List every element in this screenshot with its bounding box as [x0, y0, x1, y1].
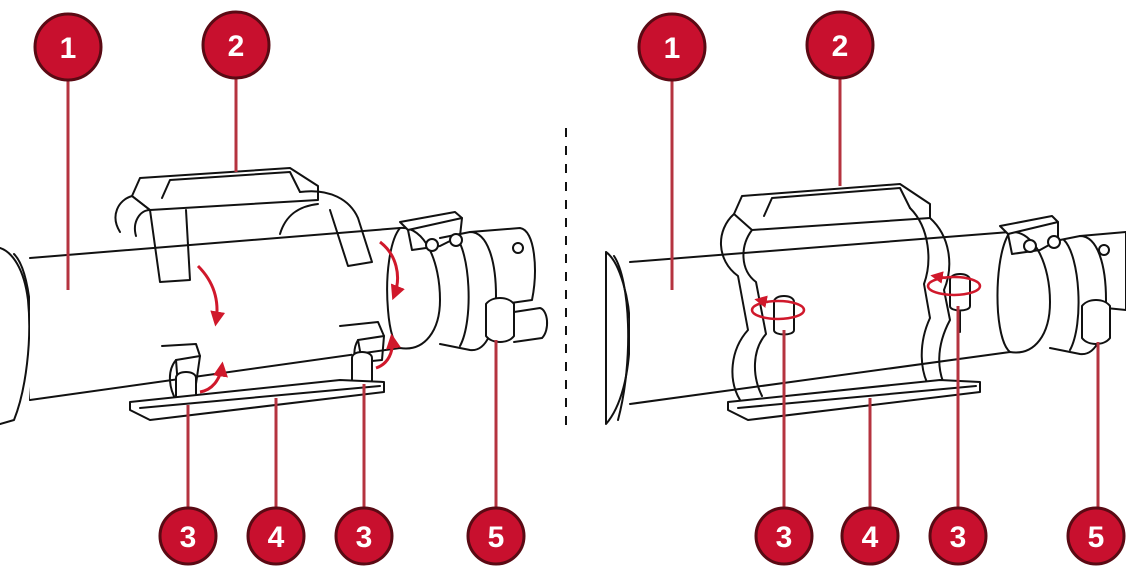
- right-focus-knob: [1081, 299, 1111, 345]
- left-callouts: 1 2 3 4 3 5: [33, 10, 526, 566]
- right-dew-shield: [605, 251, 631, 425]
- callout-label: 3: [950, 521, 967, 554]
- left-telescope-tube: [29, 226, 441, 401]
- callout-badge: 1: [33, 12, 103, 82]
- left-leader-lines: [66, 78, 498, 512]
- left-focuser-ring: [439, 231, 497, 352]
- callout-label: 3: [356, 521, 373, 554]
- right-clamp-knob-b: [949, 273, 971, 312]
- callout-badge: 1: [637, 12, 707, 82]
- callout-badge: 3: [754, 506, 814, 566]
- left-lower-ring-left: [161, 343, 201, 401]
- callout-label: 3: [180, 521, 197, 554]
- callout-label: 3: [776, 521, 793, 554]
- arrow-down-right: [379, 240, 405, 301]
- left-dew-shield: [0, 247, 31, 425]
- left-focuser-body: [469, 227, 536, 306]
- callout-badge: 4: [246, 506, 306, 566]
- right-telescope-tube: [629, 230, 1051, 405]
- callout-label: 2: [228, 30, 245, 63]
- callout-label: 5: [1088, 521, 1105, 554]
- callout-label: 4: [268, 521, 285, 554]
- callout-label: 1: [60, 32, 77, 65]
- right-focuser-ring: [1049, 235, 1107, 356]
- callout-badge: 2: [201, 10, 271, 80]
- right-callouts: 1 2 3 4 3 5: [637, 10, 1126, 566]
- rotation-ring-right: [926, 275, 982, 297]
- left-focus-knob: [485, 297, 515, 343]
- left-clamp-knob-b: [351, 351, 373, 386]
- callout-badge: 5: [1066, 506, 1126, 566]
- right-focuser-body: [1079, 231, 1126, 311]
- callout-label: 1: [664, 32, 681, 65]
- right-leader-lines: [670, 78, 1100, 512]
- arrow-up-left: [199, 361, 228, 394]
- right-panel-illustration: [605, 183, 1126, 425]
- callout-badge: 3: [928, 506, 988, 566]
- arrow-down-left: [196, 264, 226, 327]
- callout-label: 5: [488, 521, 505, 554]
- left-motion-arrows: [196, 240, 405, 394]
- right-finder-shoe: [999, 215, 1059, 235]
- callout-badge: 2: [805, 10, 875, 80]
- callout-badge: 3: [158, 506, 218, 566]
- callout-badge: 3: [334, 506, 394, 566]
- left-panel-illustration: [0, 167, 548, 425]
- right-clamp-knob-a: [773, 295, 795, 336]
- left-finder-shoe: [399, 211, 463, 231]
- right-ring-left: [720, 213, 749, 401]
- callout-label: 4: [862, 521, 879, 554]
- left-dovetail-bar: [129, 379, 385, 421]
- right-rotation-arrows: [750, 271, 982, 321]
- callout-badge: 5: [466, 506, 526, 566]
- callout-badge: 4: [840, 506, 900, 566]
- right-ring-right: [929, 217, 951, 393]
- callout-label: 2: [832, 30, 849, 63]
- arrow-up-right: [375, 333, 401, 370]
- rotation-ring-left: [750, 299, 806, 321]
- right-dovetail-bar: [727, 379, 981, 421]
